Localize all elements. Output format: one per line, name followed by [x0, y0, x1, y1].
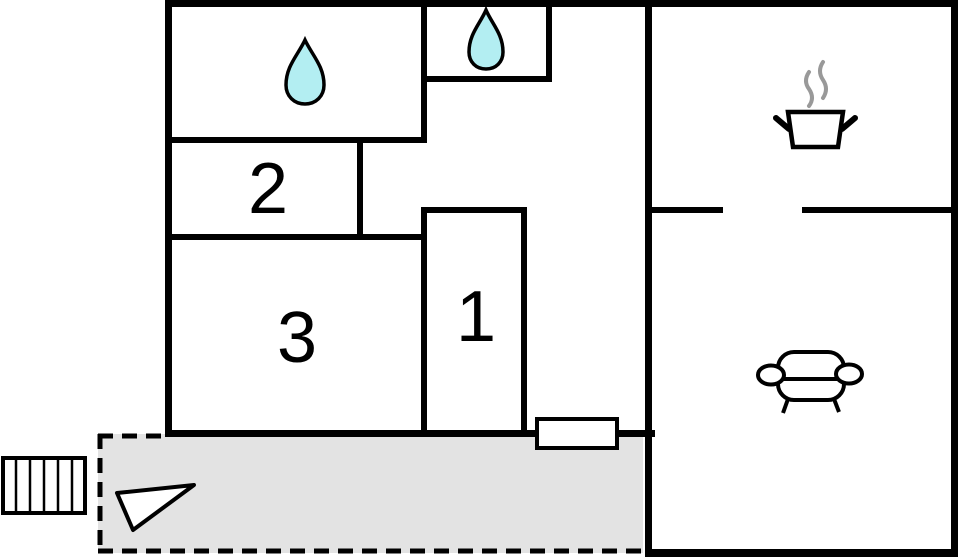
terrace-area	[98, 434, 643, 553]
wall-kitchen-divider-left	[648, 207, 723, 213]
wall-room1-right	[521, 207, 527, 437]
steam-icon	[804, 60, 828, 108]
wall-bathroom-bottom	[172, 137, 427, 143]
wall-wc-bottom	[421, 76, 552, 82]
wall-outer-left	[165, 0, 172, 437]
sofa-icon	[756, 350, 864, 414]
wall-room2-right	[357, 137, 363, 240]
wall-outer-top	[165, 0, 958, 7]
room-1-label: 1	[455, 277, 497, 357]
wall-room3-top	[172, 234, 427, 240]
wall-outer-right	[951, 0, 958, 557]
water-drop-icon	[284, 35, 326, 106]
wall-room1-left	[421, 207, 427, 437]
wall-bottom-left-wing	[165, 430, 655, 437]
wall-room1-top	[421, 207, 527, 213]
water-drop-icon	[467, 5, 505, 71]
stove-pot-icon	[773, 60, 858, 150]
stairs-icon	[1, 456, 87, 515]
wall-wc-right	[546, 0, 552, 82]
wall-kitchen-divider-right	[802, 207, 951, 213]
wall-bathroom-right	[421, 0, 427, 143]
wall-living-bottom	[645, 549, 958, 557]
wall-hall-kitchen-divider	[645, 0, 652, 551]
room-3-label: 3	[276, 298, 318, 378]
room-2-label: 2	[247, 149, 289, 229]
